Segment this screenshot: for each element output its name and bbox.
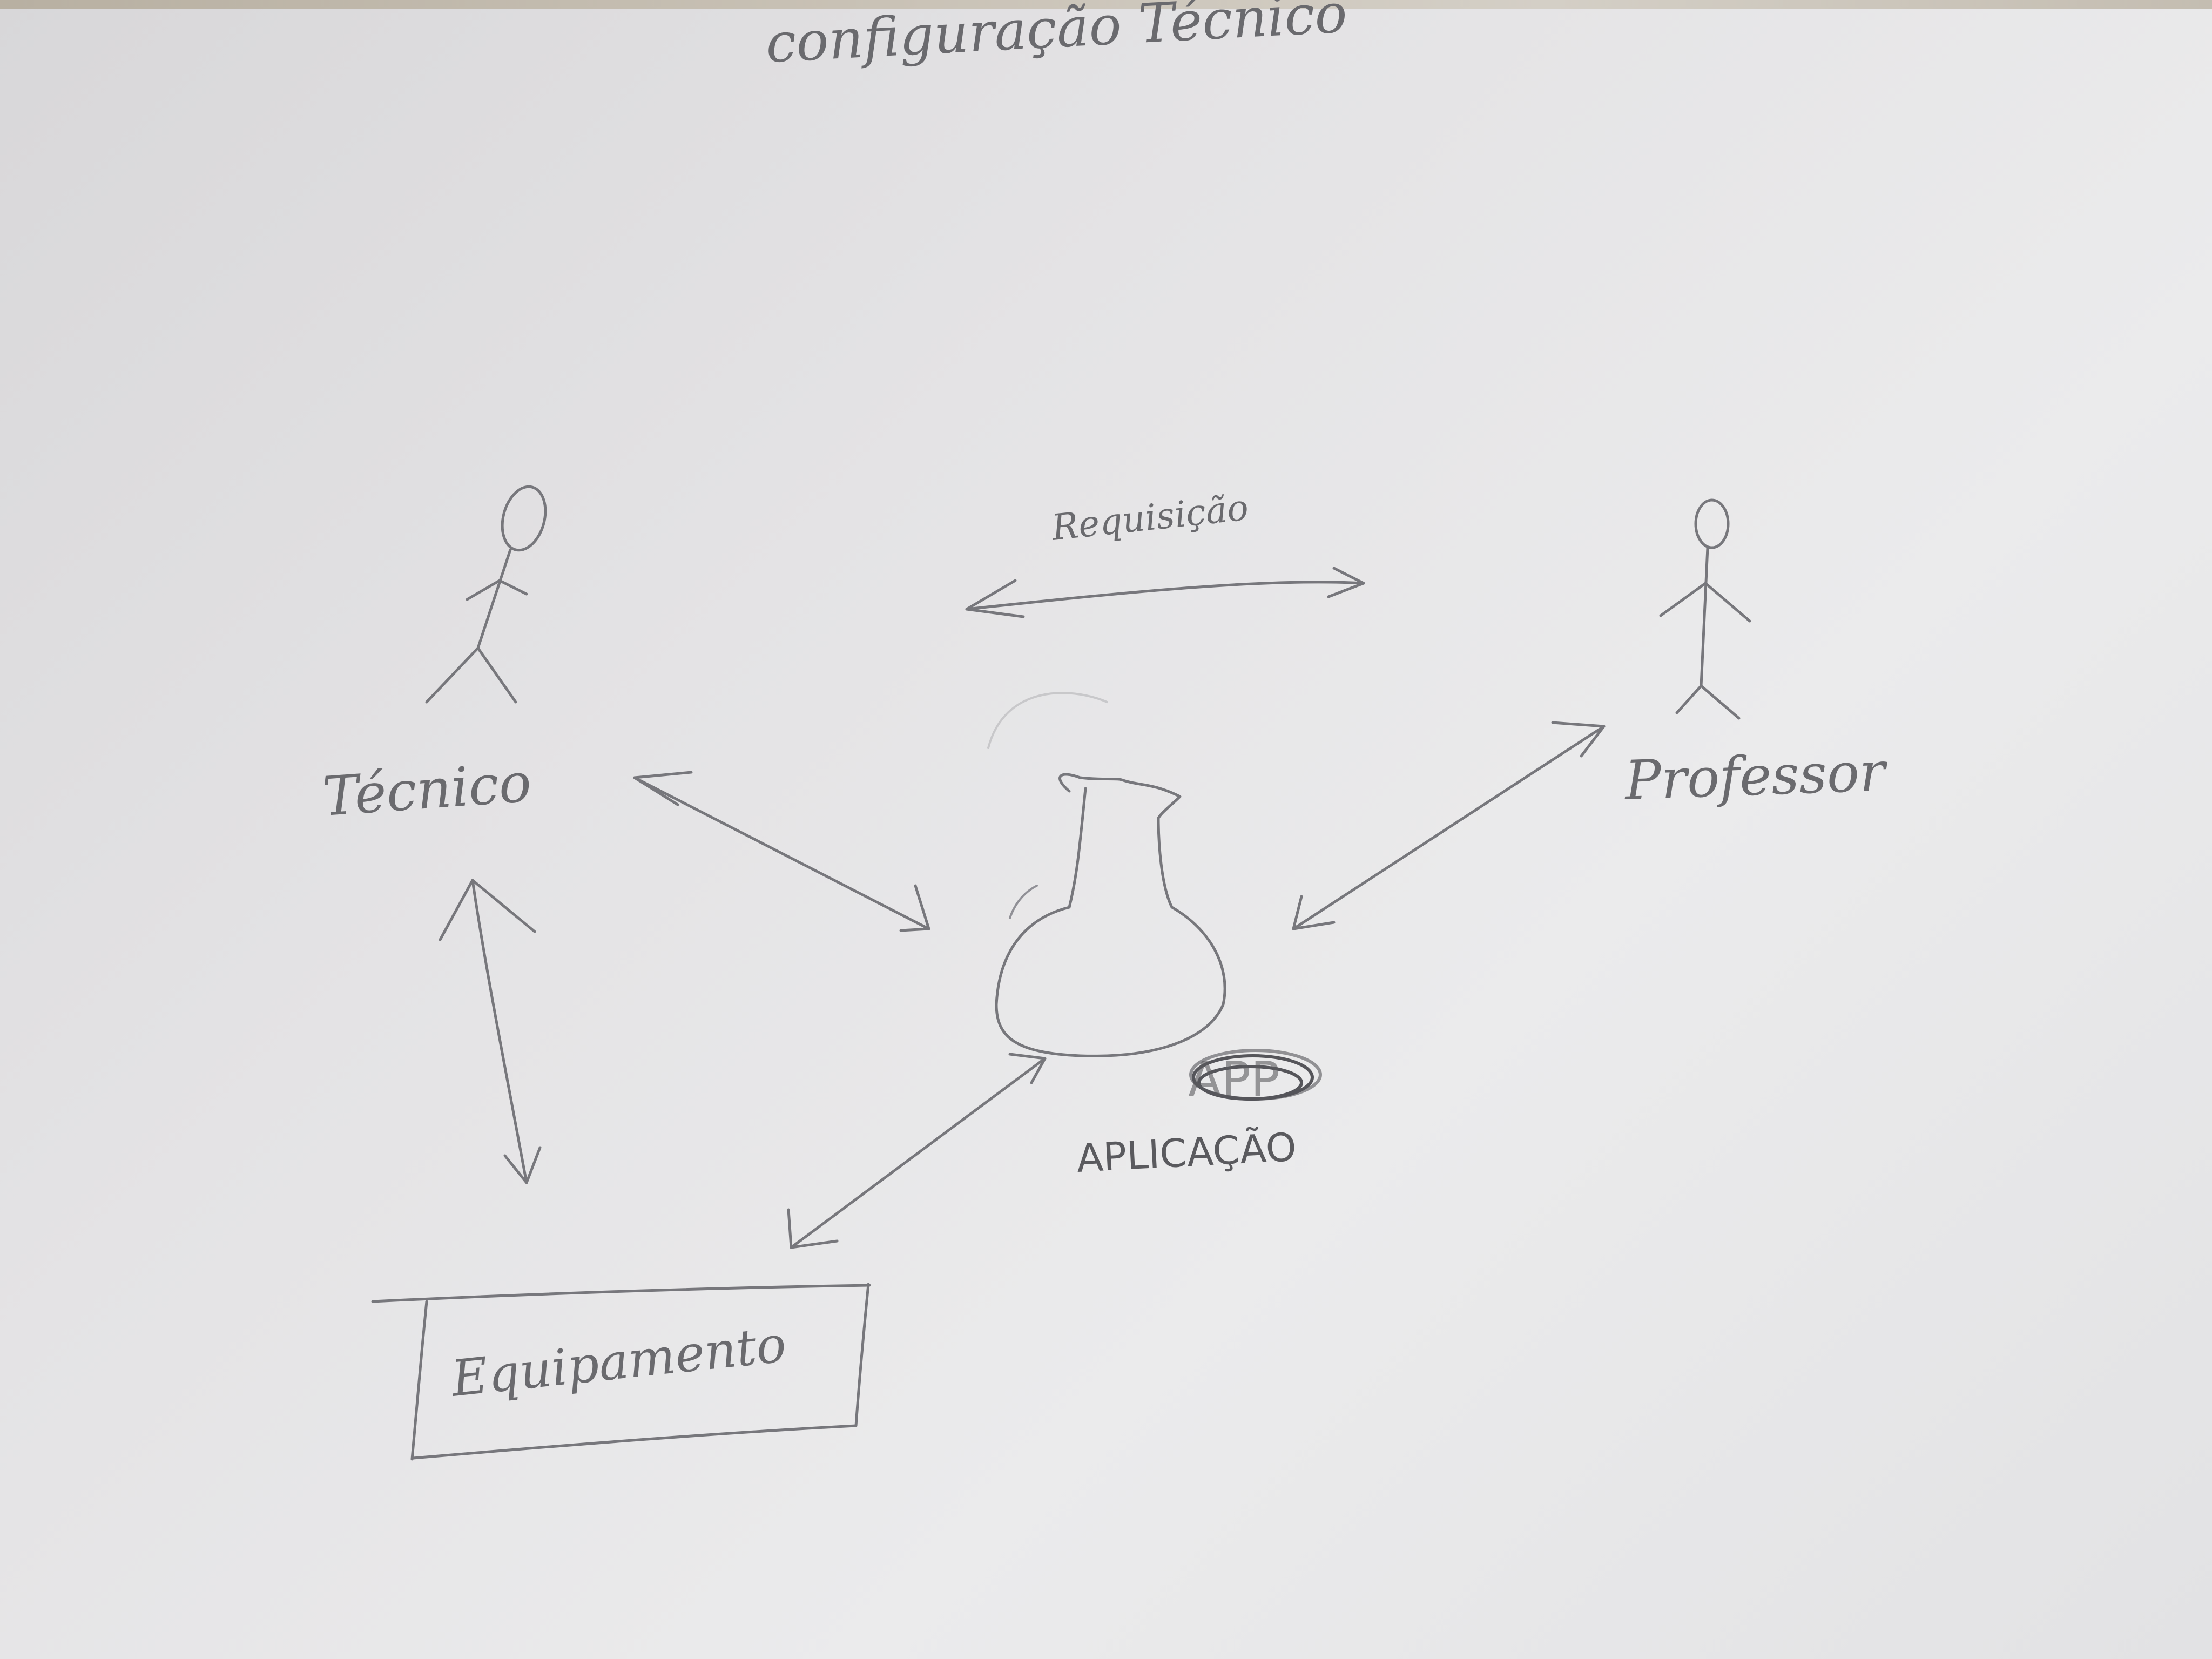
- actor-professor-figure: [1659, 498, 1751, 720]
- actor-tecnico-figure: [425, 485, 547, 704]
- arrow-professor-application: [1292, 721, 1606, 930]
- arrow-tecnico-professor: [965, 567, 1365, 618]
- application-flask-icon: [987, 692, 1226, 1057]
- equipment-label: Equipamento: [448, 1315, 789, 1408]
- actor-tecnico-label: Técnico: [321, 751, 534, 828]
- connection-label-requisicao: Requisição: [1049, 487, 1251, 549]
- arrow-tecnico-equipment: [439, 879, 542, 1184]
- scribbled-app-label: APP: [1188, 1049, 1322, 1108]
- arrow-tecnico-application: [633, 771, 930, 932]
- application-label: APLICAÇÃO: [1075, 1124, 1297, 1181]
- scribbled-app-text: APP: [1188, 1051, 1280, 1108]
- equipment-box: [371, 1283, 871, 1461]
- table-edge: [0, 0, 2212, 9]
- arrow-application-equipment: [787, 1053, 1047, 1249]
- actor-professor-label: Professor: [1623, 740, 1889, 812]
- diagram-title: configuração Técnico: [764, 0, 1348, 75]
